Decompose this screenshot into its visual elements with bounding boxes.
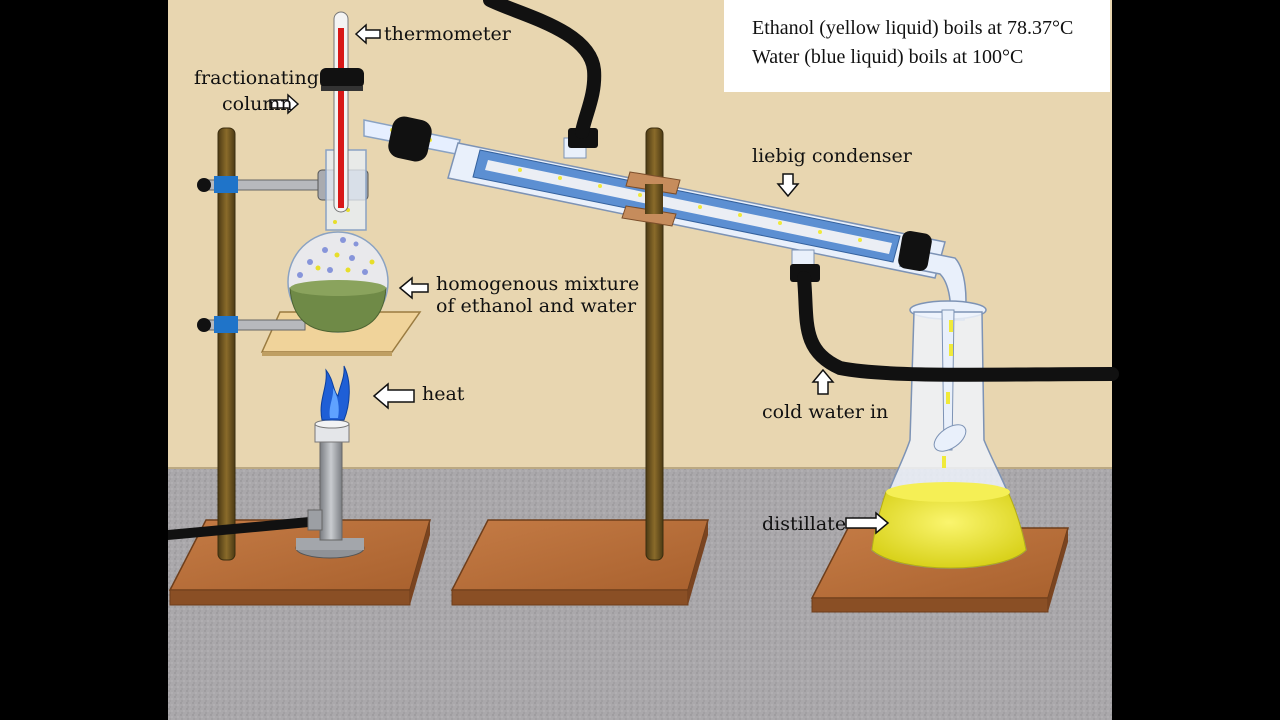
label-heat: heat bbox=[422, 383, 465, 405]
label-liebig-condenser: liebig condenser bbox=[752, 145, 913, 167]
arrow-fractionating-column-icon bbox=[269, 93, 300, 115]
round-bottom-flask bbox=[287, 149, 389, 333]
arrow-thermometer-icon bbox=[354, 23, 381, 45]
arrow-mixture-icon bbox=[398, 276, 429, 300]
arrow-condenser-icon bbox=[776, 173, 800, 198]
stand-base-left bbox=[168, 519, 431, 606]
info-box: Ethanol (yellow liquid) boils at 78.37°C… bbox=[724, 0, 1110, 92]
stand-base-middle bbox=[450, 519, 709, 606]
label-fractionating-column-line2: column bbox=[222, 93, 293, 115]
clamp-lower bbox=[197, 316, 306, 333]
thermometer bbox=[320, 11, 364, 213]
info-water-boiling-point: Water (blue liquid) boils at 100°C bbox=[752, 46, 1023, 68]
side-arm bbox=[363, 116, 461, 162]
black-border-right bbox=[1112, 0, 1280, 720]
label-mixture-line1: homogenous mixture bbox=[436, 273, 639, 295]
retort-rod-middle bbox=[645, 127, 664, 561]
info-ethanol-boiling-point: Ethanol (yellow liquid) boils at 78.37°C bbox=[752, 17, 1073, 39]
bunsen-burner bbox=[168, 365, 365, 559]
label-fractionating-column-line1: fractionating bbox=[194, 67, 319, 89]
label-cold-water-in: cold water in bbox=[762, 401, 888, 423]
mixture-liquid bbox=[289, 287, 387, 333]
arrow-cold-water-in-icon bbox=[811, 368, 835, 395]
arrow-distillate-icon bbox=[845, 511, 890, 535]
arrow-heat-icon bbox=[372, 382, 415, 410]
label-distillate: distillate bbox=[762, 513, 846, 535]
conical-flask bbox=[871, 300, 1027, 569]
label-mixture-line2: of ethanol and water bbox=[436, 295, 637, 317]
distillate-liquid bbox=[871, 491, 1027, 569]
label-thermometer: thermometer bbox=[384, 23, 512, 45]
water-hoses bbox=[483, 0, 1119, 382]
black-border-left bbox=[0, 0, 168, 720]
liebig-condenser bbox=[447, 128, 946, 282]
retort-rod-left bbox=[217, 127, 236, 561]
delivery-tube bbox=[898, 230, 967, 321]
